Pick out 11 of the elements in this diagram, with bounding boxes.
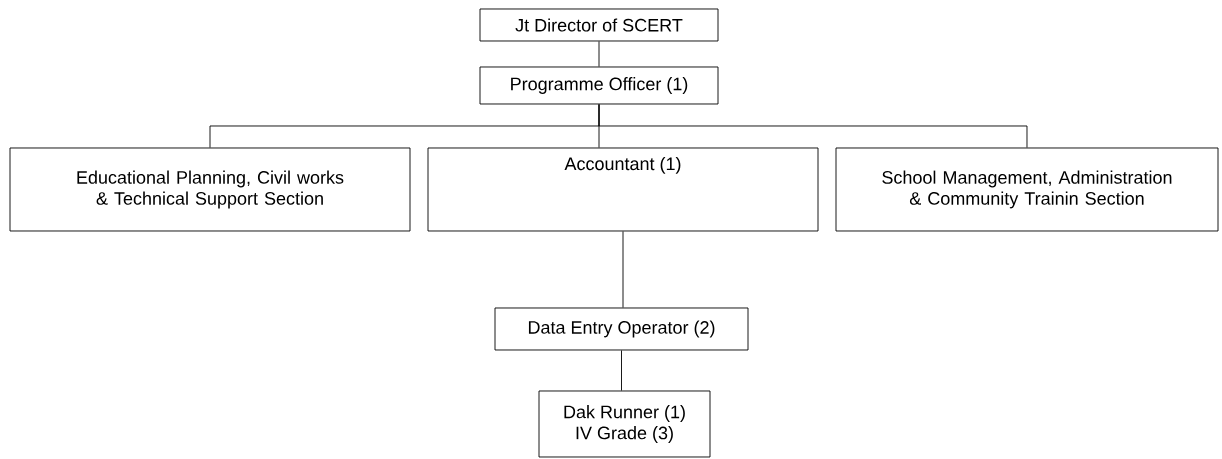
connector-line [622,231,624,308]
org-box: School Management, Administration & Community Trainin Section [835,147,1219,232]
org-box: Jt Director of SCERT [479,8,719,42]
org-box: Accountant (1) [427,147,819,232]
connector-line [598,41,600,67]
connector-line [598,104,1028,148]
org-box: Educational Planning, Civil works & Technical Support Section [9,147,411,232]
org-box: Dak Runner (1) IV Grade (3) [538,390,711,458]
org-box: Data Entry Operator (2) [494,307,749,351]
connector-line [621,350,622,391]
org-box: Programme Officer (1) [479,66,719,105]
